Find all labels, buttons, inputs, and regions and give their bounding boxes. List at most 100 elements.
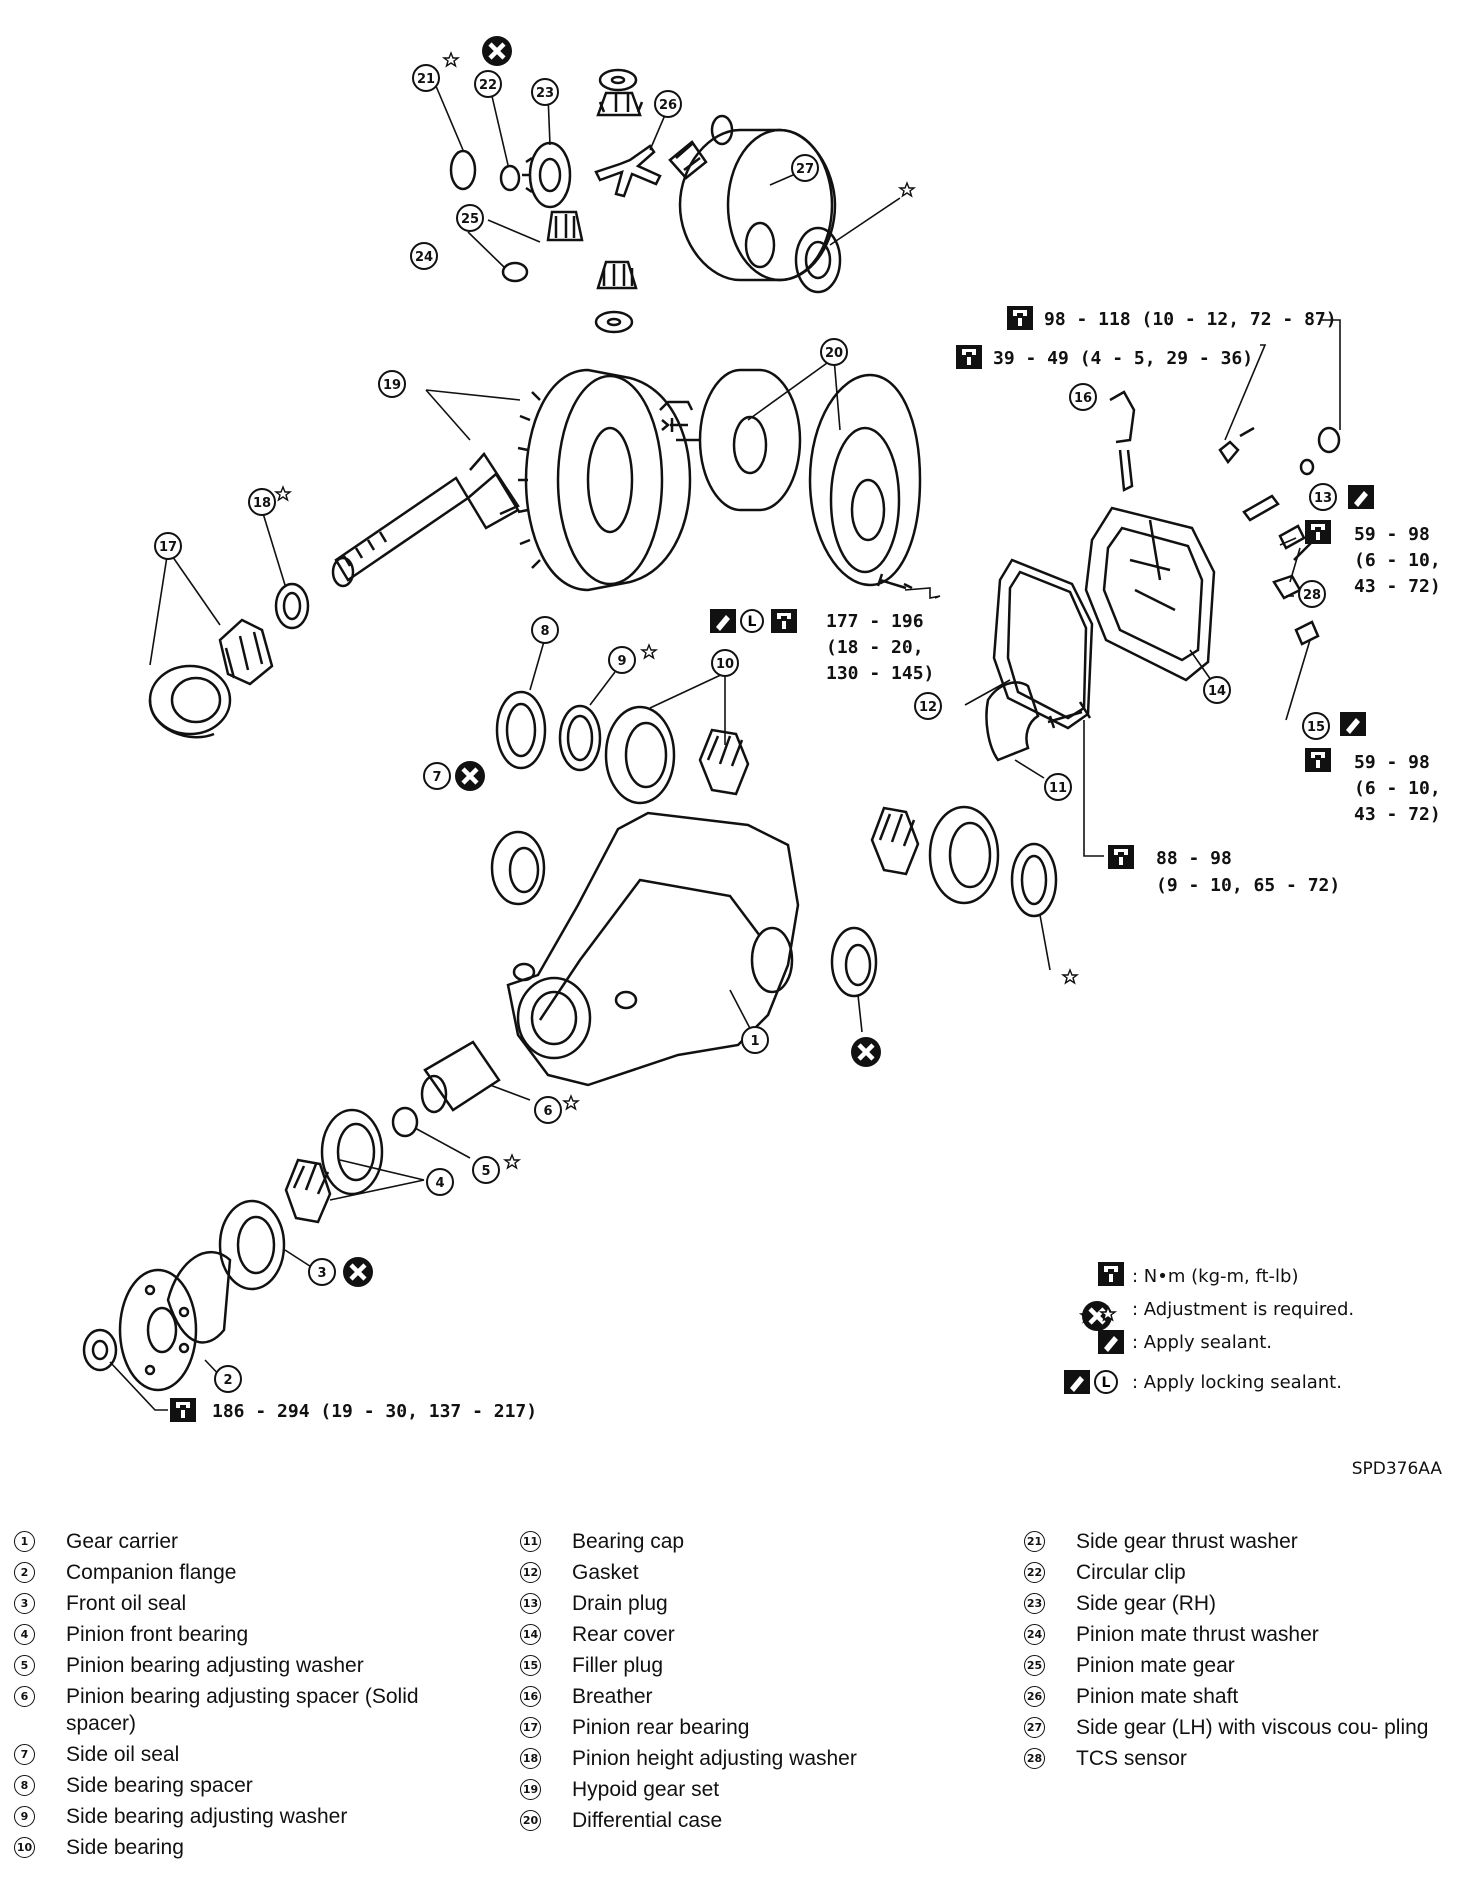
- part-name: Pinion bearing adjusting spacer (Solid s…: [66, 1685, 419, 1735]
- callout-23: 23: [531, 78, 559, 106]
- diagram-code: SPD376AA: [1352, 1459, 1443, 1479]
- callout-22: 22: [474, 70, 502, 98]
- bearing-cap-bolt-drawing: [1047, 701, 1092, 729]
- sealant-icon: [710, 609, 736, 633]
- part-number-badge: 10: [14, 1837, 35, 1858]
- solid-spacer-drawing: [420, 1040, 501, 1114]
- callout-18: 18: [248, 488, 276, 516]
- part-name: Side oil seal: [66, 1743, 180, 1766]
- stud-bolt-2-drawing: [1242, 494, 1280, 522]
- svg-text:59 - 98: 59 - 98: [1354, 752, 1430, 773]
- callout-13: 13: [1309, 483, 1337, 511]
- part-name: Hypoid gear set: [572, 1778, 720, 1801]
- part-name: Pinion mate gear: [1076, 1654, 1235, 1677]
- svg-text:186 - 294 (19 - 30, 137 - 217): 186 - 294 (19 - 30, 137 - 217): [212, 1401, 537, 1422]
- svg-text:22: 22: [479, 78, 497, 93]
- legend-locking-sealant-icon: [1064, 1370, 1090, 1394]
- adjustment-star-icons: [273, 51, 1098, 1324]
- differential-case-drawing: [659, 368, 922, 587]
- case-bolt-drawing: [876, 573, 913, 590]
- callout-2: 2: [214, 1365, 242, 1393]
- part-row-7: 7 Side oil seal: [14, 1741, 494, 1768]
- part-number-badge: 17: [520, 1717, 541, 1738]
- callout-11: 11: [1044, 773, 1072, 801]
- part-number-badge: 15: [520, 1655, 541, 1676]
- rear-cover-drawing: [1084, 506, 1216, 682]
- companion-flange-drawing: [118, 1250, 232, 1392]
- part-number-badge: 7: [14, 1744, 35, 1765]
- callout-4: 4: [426, 1168, 454, 1196]
- svg-text:17: 17: [159, 540, 177, 555]
- part-name: Side gear (RH): [1076, 1592, 1217, 1615]
- pinion-height-washer-drawing: [274, 582, 310, 630]
- svg-text:: Apply locking sealant.: : Apply locking sealant.: [1132, 1372, 1342, 1393]
- svg-text:15: 15: [1307, 720, 1325, 735]
- callout-6: 6: [534, 1096, 562, 1124]
- ring-gear-drawing: [517, 368, 692, 592]
- part-number-badge: 5: [14, 1655, 35, 1676]
- svg-text:8: 8: [540, 624, 549, 639]
- nut-drawing: [1317, 426, 1341, 454]
- svg-text:9: 9: [617, 654, 626, 669]
- pinion-mate-washer-top: [598, 68, 638, 92]
- part-name: Pinion mate thrust washer: [1076, 1623, 1319, 1646]
- svg-text:25: 25: [461, 212, 479, 227]
- part-name: Rear cover: [572, 1623, 675, 1646]
- part-number-badge: 1: [14, 1531, 35, 1552]
- sealant-icon: [1348, 485, 1374, 509]
- svg-text:19: 19: [383, 378, 401, 393]
- side-gear-thrust-washer-drawing: [449, 149, 477, 191]
- part-name: Pinion rear bearing: [572, 1716, 750, 1739]
- callout-3: 3: [308, 1258, 336, 1286]
- side-gear-lh-viscous-drawing: [678, 128, 837, 282]
- exploded-view-diagram: L: [82, 0, 1443, 1479]
- side-bearing-left-drawing: [604, 705, 750, 805]
- svg-text:98 - 118 (10 - 12, 72 - 87): 98 - 118 (10 - 12, 72 - 87): [1044, 309, 1337, 330]
- breather-drawing: [1109, 390, 1136, 492]
- torque-spec-3: 177 - 196 (18 - 20, 130 - 145): [710, 609, 934, 684]
- callout-19: 19: [378, 370, 406, 398]
- part-name: Drain plug: [572, 1592, 668, 1615]
- pinion-mate-gear-top: [596, 91, 644, 117]
- part-number-badge: 28: [1024, 1748, 1045, 1769]
- svg-text:5: 5: [481, 1164, 490, 1179]
- svg-text:2: 2: [223, 1373, 232, 1388]
- part-row-17: 17 Pinion rear bearing: [520, 1714, 1000, 1741]
- side-bearing-adjusting-washer-drawing: [558, 704, 602, 772]
- pinion-mate-gear-right: [668, 140, 708, 180]
- part-name: Pinion front bearing: [66, 1623, 249, 1646]
- svg-text:27: 27: [796, 162, 814, 177]
- pinion-bearing-adjusting-washer-drawing: [391, 1106, 419, 1138]
- svg-text:23: 23: [536, 86, 554, 101]
- svg-text:3: 3: [317, 1266, 326, 1281]
- svg-text:(18 - 20,: (18 - 20,: [826, 637, 924, 658]
- callout-16: 16: [1069, 383, 1097, 411]
- part-number-badge: 11: [520, 1531, 541, 1552]
- part-name: Pinion height adjusting washer: [572, 1747, 857, 1770]
- svg-text:24: 24: [415, 250, 433, 265]
- replace-part-x-icons: [343, 36, 1112, 1331]
- part-number-badge: 8: [14, 1775, 35, 1796]
- torque-icon: [1007, 306, 1033, 330]
- pinion-mate-gear-left: [546, 210, 584, 242]
- svg-text:(6 - 10,: (6 - 10,: [1354, 550, 1441, 571]
- circular-clip-drawing: [499, 164, 521, 192]
- stud-bolt-drawing: [1218, 426, 1255, 465]
- side-oil-seal-left-drawing: [490, 830, 546, 906]
